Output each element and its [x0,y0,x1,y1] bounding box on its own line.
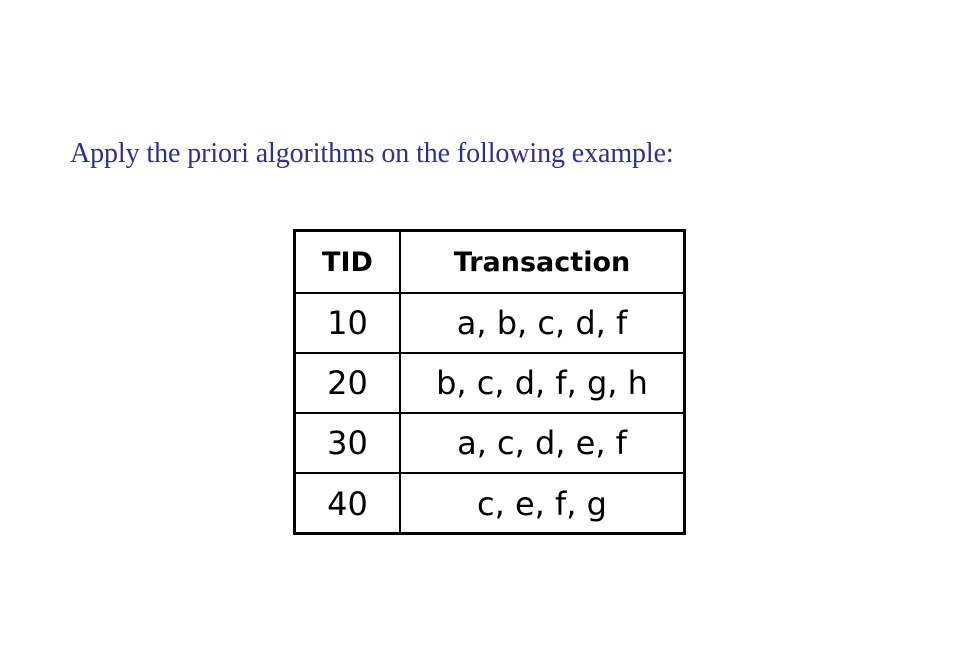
table-row: 30 a, c, d, e, f [296,412,683,474]
table-row: 10 a, b, c, d, f [296,292,683,354]
tid-cell: 10 [296,292,401,354]
tid-cell: 20 [296,352,401,414]
table-row: 40 c, e, f, g [296,472,683,533]
column-header-tid: TID [296,232,401,294]
column-header-transaction: Transaction [399,232,683,294]
transaction-cell: a, c, d, e, f [399,412,683,474]
page-heading: Apply the priori algorithms on the follo… [70,138,674,169]
table-row: 20 b, c, d, f, g, h [296,352,683,414]
transaction-cell: a, b, c, d, f [399,292,683,354]
transactions-grid: TID Transaction 10 a, b, c, d, f 20 b, c… [296,232,683,533]
tid-cell: 30 [296,412,401,474]
tid-cell: 40 [296,472,401,533]
transaction-cell: b, c, d, f, g, h [399,352,683,414]
transactions-table: TID Transaction 10 a, b, c, d, f 20 b, c… [293,229,686,535]
transaction-cell: c, e, f, g [399,472,683,533]
table-header-row: TID Transaction [296,232,683,294]
